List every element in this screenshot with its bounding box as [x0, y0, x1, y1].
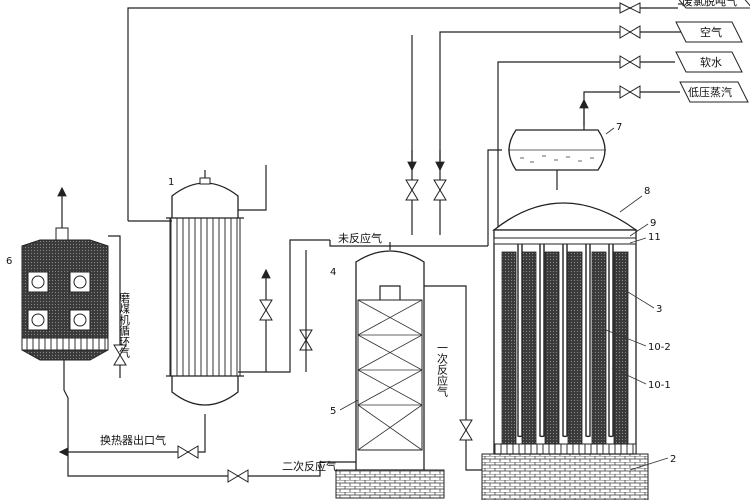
waste-gas-line	[127, 2, 690, 221]
secondary-gas-label: 二次反应气	[282, 459, 337, 473]
steam-line	[583, 85, 680, 126]
waste-gas-tag: 废氯脱吨气	[678, 0, 750, 9]
unreacted-gas-line: 未反应气	[299, 231, 488, 372]
label-8: 8	[644, 186, 650, 197]
air-tag: 空气	[675, 21, 743, 43]
steam-drum-7: 7	[487, 98, 622, 246]
reactor-4: 4 5	[330, 250, 445, 499]
soft-water-label: 软水	[700, 55, 722, 69]
coal-mill-6: 6	[6, 186, 240, 477]
valve-icon	[227, 469, 249, 483]
soft-water-tag: 软水	[675, 51, 743, 73]
steam-label: 低压蒸汽	[688, 85, 732, 99]
label-9: 9	[650, 218, 656, 229]
label-11: 11	[648, 232, 661, 243]
steam-tag: 低压蒸汽	[679, 81, 749, 103]
valve-icon	[177, 445, 199, 459]
primary-gas-label: 一次反应气	[436, 342, 449, 397]
label-4: 4	[330, 267, 336, 278]
label-10-2: 10-2	[648, 342, 671, 353]
label-10-1: 10-1	[648, 380, 671, 391]
hx-outlet-label: 换热器出口气	[100, 433, 166, 447]
valve-icon	[459, 419, 473, 441]
primary-gas-line: 一次反应气	[424, 285, 494, 471]
mill-circulation-label: 磨煤机循环气	[118, 292, 131, 358]
label-5: 5	[330, 406, 336, 417]
waste-gas-label: 废氯脱吨气	[682, 0, 737, 8]
label-2: 2	[670, 454, 676, 465]
air-label: 空气	[700, 25, 722, 39]
label-1: 1	[168, 177, 174, 188]
reactor-3: 8 9 11 3 10-2 10-1 2	[481, 186, 676, 500]
heat-exchanger-1: 1	[128, 165, 330, 420]
hx-outlet-line: 换热器出口气	[58, 420, 206, 459]
valve-icon	[619, 85, 641, 99]
label-6: 6	[6, 256, 12, 267]
valve-icon	[619, 25, 641, 39]
valve-icon	[619, 2, 641, 14]
secondary-gas-line: 二次反应气	[227, 459, 356, 483]
label-7: 7	[616, 122, 622, 133]
soft-water-line	[411, 35, 675, 240]
unreacted-gas-label: 未反应气	[338, 231, 382, 245]
mill-circulation-line: 磨煤机循环气	[108, 235, 131, 378]
label-3: 3	[656, 304, 662, 315]
valve-icon	[619, 55, 641, 69]
valve-icon	[259, 299, 273, 321]
valve-icon	[433, 179, 447, 201]
valve-icon	[405, 179, 419, 201]
